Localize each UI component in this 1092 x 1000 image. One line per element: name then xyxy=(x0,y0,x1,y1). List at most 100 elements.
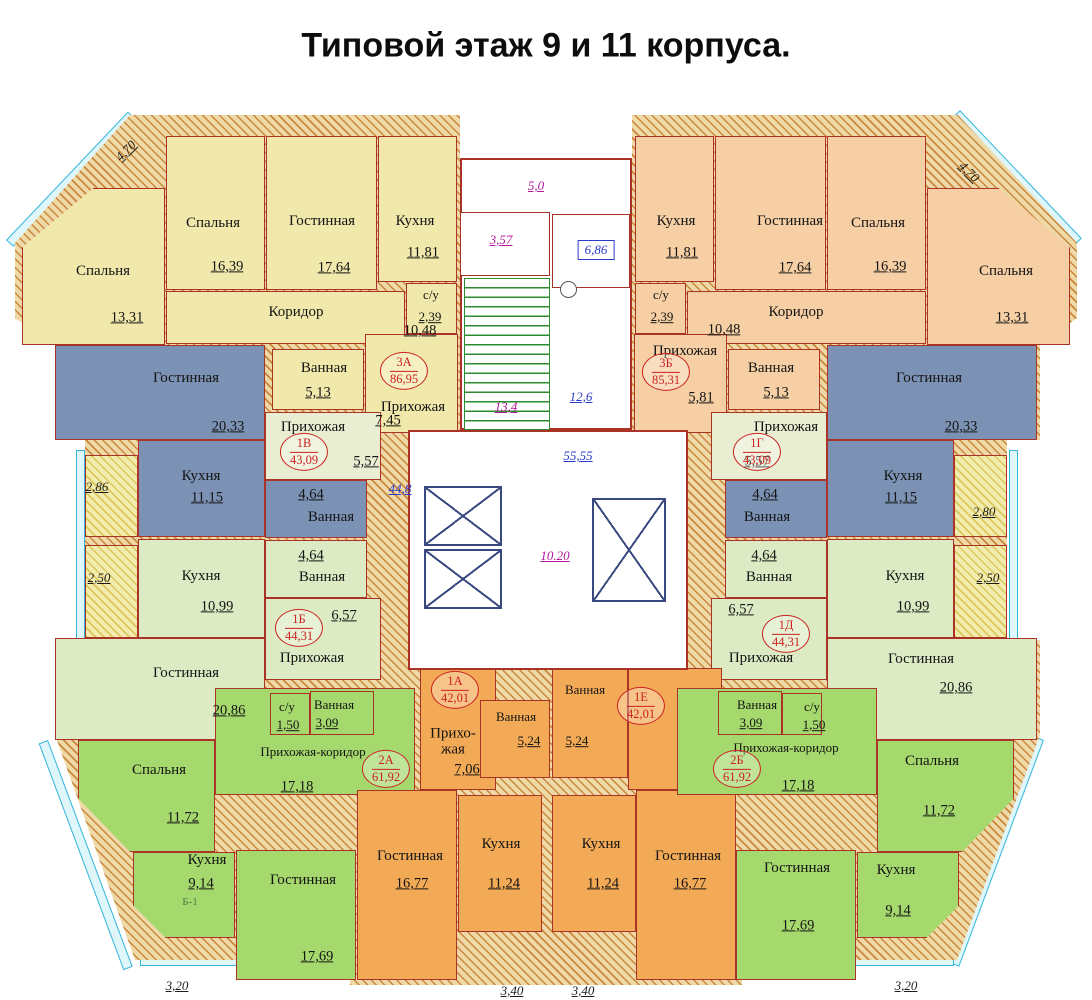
apt3a-wc-label: с/у xyxy=(423,287,439,303)
apartment-id: 1А xyxy=(440,674,470,691)
apt1v-kitchen-area: 11,15 xyxy=(190,489,224,506)
apartment-total-area: 44,31 xyxy=(284,628,314,643)
dim-landing: 12,6 xyxy=(569,389,593,404)
apartment-id: 3Б xyxy=(651,356,681,373)
apt2b-bedroom-area: 11,72 xyxy=(922,802,956,819)
apt3b-living-area: 17,64 xyxy=(778,259,812,276)
apartment-badge-1g: 1Г 43,09 xyxy=(732,432,782,472)
apt3a-bedroom-corner-area: 13,31 xyxy=(110,309,144,326)
apt1a-kitchen xyxy=(458,795,542,932)
apt1e-living-room xyxy=(636,790,736,980)
apt2a-bathroom-label: Ванная xyxy=(313,697,355,713)
apt3b-bathroom-area: 5,13 xyxy=(763,384,789,401)
apt1e-living-label: Гостинная xyxy=(654,848,722,865)
apt1d-kitchen-area: 10,99 xyxy=(896,598,930,615)
apartment-total-area: 43,09 xyxy=(742,452,772,467)
apt1d-living-label: Гостинная xyxy=(887,651,955,668)
apt3a-kitchen-area: 11,81 xyxy=(406,244,440,261)
apt1g-living-label: Гостинная xyxy=(895,370,963,387)
apartment-total-area: 42,01 xyxy=(440,690,470,705)
apt1b-kitchen-area: 10,99 xyxy=(200,598,234,615)
apt1a-bathroom-label: Ванная xyxy=(495,709,537,725)
apt3b-bedroom xyxy=(827,136,926,290)
apt1v-bathroom-area: 4,64 xyxy=(298,486,324,503)
apartment-badge-1a: 1А 42,01 xyxy=(430,670,480,710)
page-title: Типовой этаж 9 и 11 корпуса. xyxy=(301,26,791,65)
apt1b-bathroom xyxy=(265,540,367,598)
apt2b-living-label: Гостинная xyxy=(763,860,831,877)
apt1b-kitchen-label: Кухня xyxy=(181,568,221,585)
apt3a-bathroom xyxy=(272,349,364,410)
apt1a-bathroom-area: 5,24 xyxy=(517,733,541,749)
apartment-id: 1Б xyxy=(284,612,314,629)
apt3b-bathroom-label: Ванная xyxy=(747,360,795,377)
loggia-right-upper xyxy=(954,455,1007,537)
loggia-left-lower xyxy=(85,545,138,638)
apt2a-living-area: 17,69 xyxy=(300,948,334,965)
apt3b-bedroom-label: Спальня xyxy=(850,215,906,232)
apt3a-hallway-label: Прихожая xyxy=(380,399,446,416)
apt2b-kitchen-label: Кухня xyxy=(876,862,916,879)
loggia-left-upper xyxy=(85,455,138,537)
dim-right-lower: 2,50 xyxy=(976,570,1000,585)
apartment-id: 1Д xyxy=(771,618,801,635)
apt2a-wc-area: 1,50 xyxy=(276,717,300,733)
apartment-total-area: 42,01 xyxy=(626,706,656,721)
apt2b-hall-corridor-area: 17,18 xyxy=(781,777,815,794)
apt1d-living-area: 20,86 xyxy=(939,679,973,696)
apartment-total-area: 44,31 xyxy=(771,634,801,649)
apt2a-kitchen-label: Кухня xyxy=(187,852,227,869)
apt1d-bathroom xyxy=(725,540,827,598)
dim-entry-width: 5,0 xyxy=(527,178,545,193)
apt1b-bathroom-area: 4,64 xyxy=(298,547,324,564)
apt3a-bathroom-area: 5,13 xyxy=(305,384,331,401)
apt2a-kitchen-unit-label: Б-1 xyxy=(182,896,198,909)
apt1v-kitchen xyxy=(138,440,265,537)
apt3b-bedroom-corner-area: 13,31 xyxy=(995,309,1029,326)
apt3a-corridor-area: 10,48 xyxy=(403,322,437,339)
staircase xyxy=(464,278,550,430)
apt3b-wc xyxy=(635,283,686,334)
bay-window-right-side xyxy=(1009,450,1018,642)
apt3a-bedroom-area: 16,39 xyxy=(210,258,244,275)
apt2b-bathroom xyxy=(718,691,782,735)
apt1d-hallway-area: 6,57 xyxy=(728,601,754,618)
apt2b-wc xyxy=(782,693,822,735)
apt2a-living-room xyxy=(236,850,356,980)
apt3b-bathroom xyxy=(728,349,820,410)
apt2b-bathroom-area: 3,09 xyxy=(739,715,763,731)
apt1d-hallway-label: Прихожая xyxy=(728,650,794,667)
apt3b-wc-area: 2,39 xyxy=(650,309,674,325)
apt1d-kitchen-label: Кухня xyxy=(885,568,925,585)
dim-bottom-center-left: 3,40 xyxy=(500,983,524,998)
apt3b-kitchen-label: Кухня xyxy=(656,213,696,230)
apartment-total-area: 61,92 xyxy=(722,769,752,784)
apt1v-kitchen-label: Кухня xyxy=(181,468,221,485)
apt3a-bedroom xyxy=(166,136,265,290)
apt3a-bedroom-corner xyxy=(22,188,165,345)
apt3a-living-room xyxy=(266,136,377,290)
loggia-right-lower xyxy=(954,545,1007,638)
dim-left-upper: 2,86 xyxy=(85,479,109,494)
apt1b-hallway-label: Прихожая xyxy=(279,650,345,667)
apt3b-kitchen-area: 11,81 xyxy=(665,244,699,261)
apt3b-living-room xyxy=(715,136,826,290)
dim-bottom-left: 3,20 xyxy=(165,978,189,993)
apt1e-bathroom-area: 5,24 xyxy=(565,733,589,749)
apt1b-kitchen xyxy=(138,539,265,638)
apt1a-living-area: 16,77 xyxy=(395,875,429,892)
apt2b-wc-area: 1,50 xyxy=(802,717,826,733)
apt3a-bedroom-label: Спальня xyxy=(185,215,241,232)
apt1e-living-area: 16,77 xyxy=(673,875,707,892)
apt3a-corridor-label: Коридор xyxy=(268,304,324,321)
apt1a-hallway-area: 7,06 xyxy=(454,761,480,778)
apt1e-bathroom-label: Ванная xyxy=(564,682,606,698)
apt1g-living-room xyxy=(827,345,1037,440)
apartment-id: 1Г xyxy=(742,436,772,453)
dim-stair-upper: 3,57 xyxy=(489,232,513,247)
apt2a-bedroom-label: Спальня xyxy=(131,762,187,779)
apartment-id: 1В xyxy=(289,436,319,453)
apt1v-hallway-area: 5,57 xyxy=(353,453,379,470)
apt3b-wc-label: с/у xyxy=(653,287,669,303)
